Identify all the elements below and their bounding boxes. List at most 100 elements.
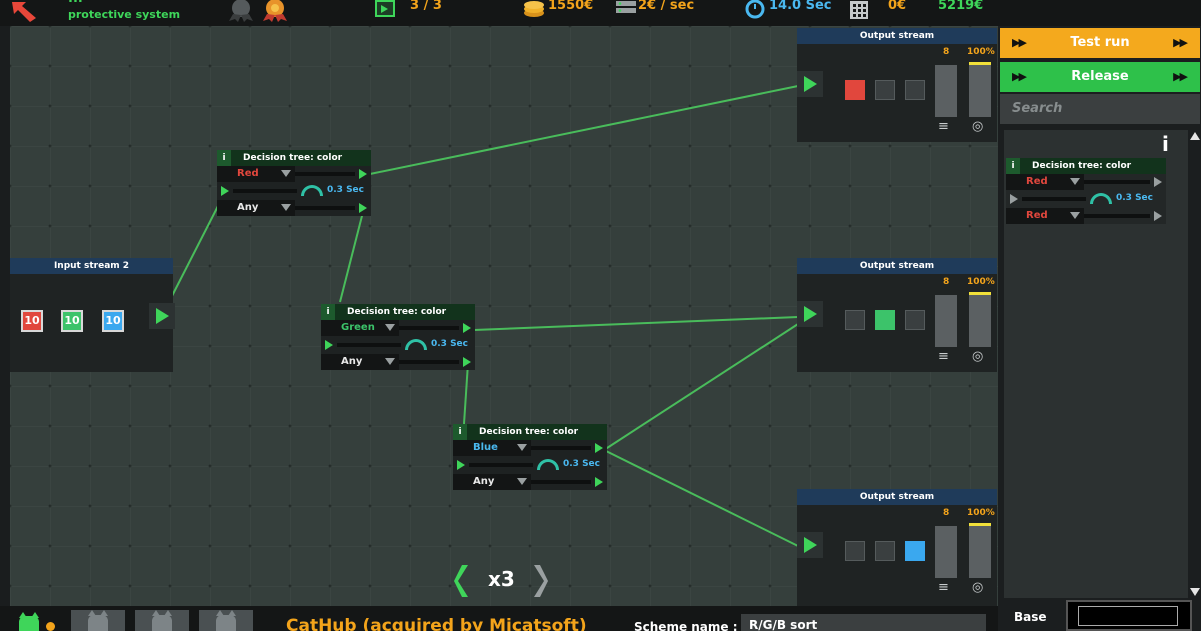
income-rate: 2€ / sec	[638, 0, 695, 13]
output-slot	[875, 310, 895, 330]
output-port-icon[interactable]	[463, 323, 471, 333]
other-select[interactable]: Red	[1006, 208, 1084, 224]
player-cat-icon[interactable]	[16, 612, 42, 631]
fill-percent: 100%	[967, 47, 995, 57]
node-title: i Decision tree: color	[321, 304, 475, 320]
node-wire-segment	[399, 326, 459, 330]
node-row-speed: 0.3 Sec	[1006, 191, 1166, 207]
node-speed: 0.3 Sec	[431, 339, 468, 349]
output-port-icon[interactable]	[359, 169, 367, 179]
match-select[interactable]: Red	[1006, 174, 1084, 190]
minimap[interactable]	[1066, 600, 1192, 631]
search-input[interactable]: Search	[1000, 94, 1200, 124]
info-icon[interactable]: i	[1162, 132, 1169, 156]
output-stream-title: Output stream	[797, 489, 997, 505]
wire	[603, 449, 799, 547]
input-stream-panel[interactable]: Input stream 2 10 10 10	[10, 258, 175, 372]
node-info-icon[interactable]: i	[217, 150, 231, 166]
output-play-button[interactable]	[797, 301, 823, 327]
output-play-button[interactable]	[797, 71, 823, 97]
top-bar: ... protective system 3 / 3 1550€ 2€ /	[0, 0, 1201, 26]
cat-icon	[216, 610, 236, 631]
node-row-other: Any	[321, 354, 475, 370]
input-port-icon[interactable]	[457, 460, 465, 470]
node-wire-segment	[295, 206, 355, 210]
scroll-up-icon[interactable]	[1190, 132, 1200, 140]
output-port-icon[interactable]	[1154, 211, 1162, 221]
target-icon[interactable]: ◎	[972, 349, 984, 364]
match-select[interactable]: Red	[217, 166, 295, 182]
node-title-text: Decision tree: color	[479, 427, 579, 437]
speed-increase-icon[interactable]	[530, 564, 548, 598]
node-row-speed: 0.3 Sec	[453, 457, 607, 473]
speed-gauge-icon	[405, 339, 427, 350]
layers-icon[interactable]: ≡	[938, 580, 949, 595]
other-value: Any	[473, 476, 495, 487]
target-icon[interactable]: ◎	[972, 580, 984, 595]
input-port-icon[interactable]	[221, 186, 229, 196]
other-select[interactable]: Any	[453, 474, 531, 490]
layers-icon[interactable]: ≡	[938, 119, 949, 134]
chevron-down-icon	[281, 204, 291, 211]
node-title-text: Decision tree: color	[347, 307, 447, 317]
other-select[interactable]: Any	[217, 200, 295, 216]
node-wire-segment	[1084, 214, 1150, 218]
library-scrollbar[interactable]	[1188, 132, 1200, 596]
scheme-name-input[interactable]: R/G/B sort	[741, 614, 986, 631]
speed-gauge-icon	[537, 459, 559, 470]
input-port-icon[interactable]	[325, 340, 333, 350]
input-port-icon[interactable]	[1010, 194, 1018, 204]
team-slot-2[interactable]	[135, 610, 189, 631]
match-value: Red	[1026, 176, 1048, 187]
node-info-icon[interactable]: i	[1006, 158, 1020, 174]
connection-wires	[171, 85, 799, 547]
medals-icon[interactable]	[225, 0, 295, 22]
speed-decrease-icon[interactable]	[454, 564, 472, 598]
output-port-icon[interactable]	[595, 477, 603, 487]
team-slot-1[interactable]	[71, 610, 125, 631]
test-run-button[interactable]: ▶▶ Test run ▶▶	[1000, 28, 1200, 58]
layers-icon[interactable]: ≡	[938, 349, 949, 364]
node-info-icon[interactable]: i	[453, 424, 467, 440]
scheme-name-label: Scheme name :	[634, 620, 738, 631]
other-select[interactable]: Any	[321, 354, 399, 370]
target-icon[interactable]: ◎	[972, 119, 984, 134]
node-info-icon[interactable]: i	[321, 304, 335, 320]
match-select[interactable]: Green	[321, 320, 399, 336]
output-port-icon[interactable]	[359, 203, 367, 213]
release-button[interactable]: ▶▶ Release ▶▶	[1000, 62, 1200, 92]
team-slot-3[interactable]	[199, 610, 253, 631]
node-speed: 0.3 Sec	[563, 459, 600, 469]
play-icon	[804, 76, 817, 92]
node-wire-segment	[233, 189, 297, 193]
node-wire-segment	[337, 343, 401, 347]
output-port-icon[interactable]	[463, 357, 471, 367]
output-port-icon[interactable]	[595, 443, 603, 453]
output-slot	[905, 541, 925, 561]
total-value: 5219€	[938, 0, 984, 13]
output-play-button[interactable]	[797, 532, 823, 558]
scroll-down-icon[interactable]	[1190, 588, 1200, 596]
percent-bar	[969, 295, 991, 347]
output-slot	[845, 310, 865, 330]
release-label: Release	[1071, 69, 1129, 84]
output-port-icon[interactable]	[1154, 177, 1162, 187]
node-wire-segment	[469, 463, 533, 467]
company-name: CatHub (acquired by Micatsoft)	[286, 616, 587, 631]
input-play-button[interactable]	[149, 303, 175, 329]
node-wire-segment	[1084, 180, 1150, 184]
wire	[339, 207, 365, 303]
node-wire-segment	[531, 446, 591, 450]
match-select[interactable]: Blue	[453, 440, 531, 456]
back-arrow-icon[interactable]	[10, 0, 44, 22]
